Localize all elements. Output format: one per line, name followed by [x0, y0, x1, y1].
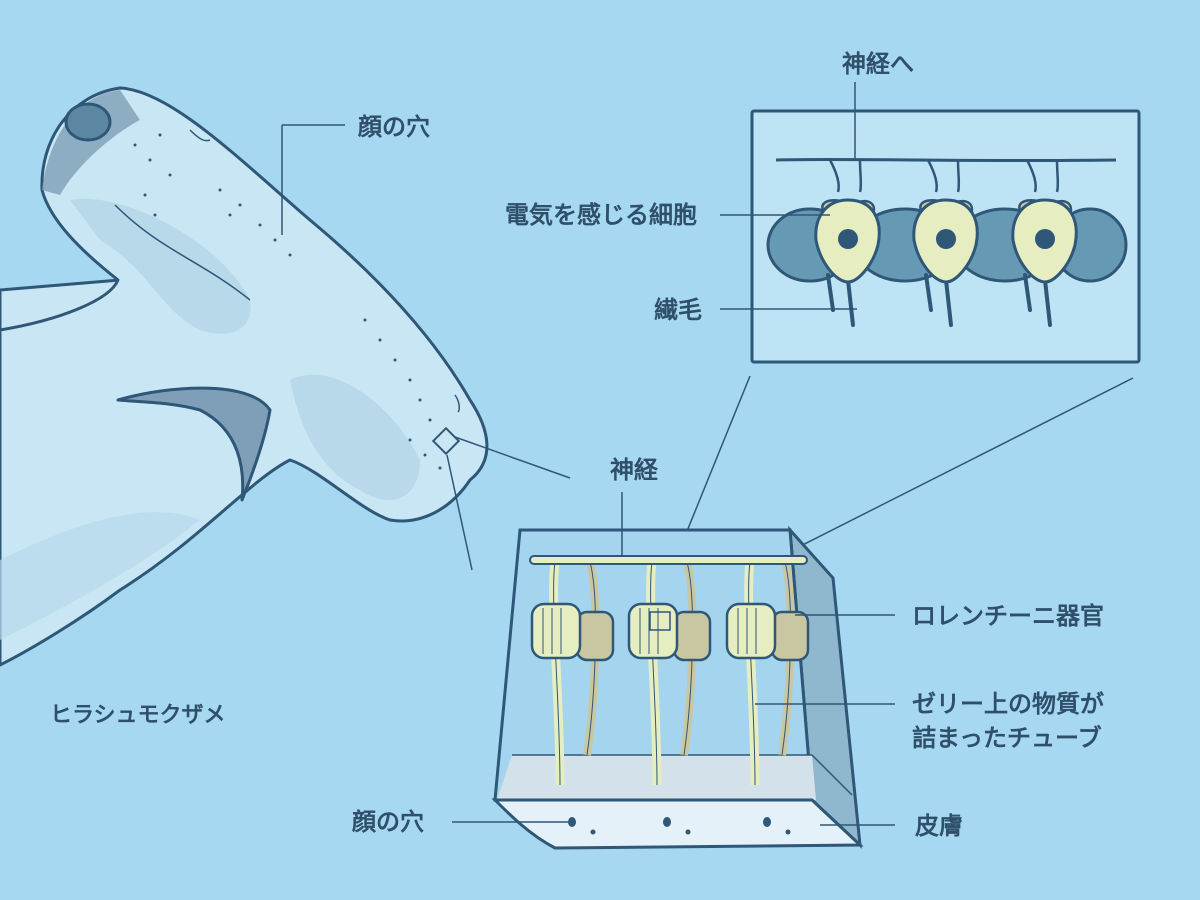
inset-marker	[649, 611, 671, 631]
shark-head-illustration	[0, 86, 571, 667]
label-jelly-tube-1: ゼリー上の物質が	[912, 690, 1104, 718]
ampulla	[725, 602, 777, 660]
pores	[133, 133, 442, 470]
ampulla	[530, 602, 582, 660]
nerve-fiber	[775, 157, 1117, 163]
lorenzini-ampulla	[627, 560, 712, 786]
nerve-ending	[926, 159, 961, 193]
label-face-hole-bottom: 顔の穴	[351, 808, 424, 836]
skin-pores	[568, 817, 791, 835]
cilia	[1023, 273, 1052, 327]
nucleus	[936, 229, 956, 249]
ampulla	[627, 602, 679, 660]
lorenzini-ampulla	[725, 560, 810, 786]
label-to-nerve: 神経へ	[842, 50, 914, 78]
nerve-bar	[529, 555, 808, 565]
label-cilia: 繊毛	[654, 296, 702, 324]
label-face-hole-top: 顔の穴	[357, 113, 430, 141]
sensory-cell	[912, 159, 979, 327]
back-ampulla	[770, 610, 810, 662]
sensory-cell	[1011, 159, 1078, 327]
shark-eye	[64, 102, 112, 142]
sensory-cell	[814, 159, 881, 327]
cell-inset	[654, 82, 1141, 613]
nucleus	[838, 229, 858, 249]
label-skin: 皮膚	[915, 812, 963, 840]
lorenzini-ampulla	[530, 560, 615, 786]
label-lorenzini: ロレンチーニ器官	[912, 602, 1104, 630]
skin-block	[452, 492, 895, 850]
label-jelly-tube-2: 詰まったチューブ	[912, 724, 1102, 752]
nucleus	[1035, 229, 1055, 249]
label-electro-cell: 電気を感じる細胞	[505, 201, 697, 229]
label-shark-name: ヒラシュモクザメ	[50, 703, 226, 728]
cilia	[826, 273, 855, 327]
back-ampulla	[672, 610, 712, 662]
nerve-ending	[828, 159, 863, 193]
zoom-marker	[431, 426, 461, 456]
label-nerve: 神経	[610, 456, 659, 484]
back-ampulla	[575, 610, 615, 662]
nerve-ending	[1025, 159, 1060, 193]
cilia	[924, 273, 953, 327]
